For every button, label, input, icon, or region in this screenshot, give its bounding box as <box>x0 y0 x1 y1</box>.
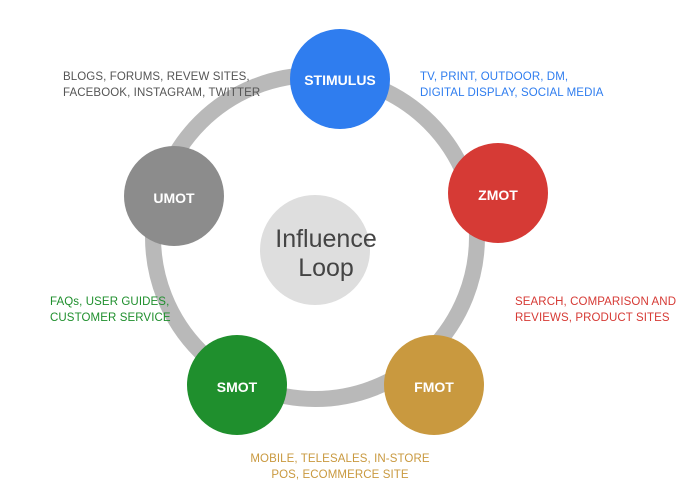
umot-note-line1: BLOGS, FORUMS, REVEW SITES, <box>63 71 250 83</box>
center-label-line2: Loop <box>298 254 354 282</box>
zmot-circle <box>448 143 548 243</box>
zmot-note-line1: SEARCH, COMPARISON AND <box>515 296 676 308</box>
umot-label: UMOT <box>153 190 195 206</box>
stimulus-note: TV, PRINT, OUTDOOR, DM, DIGITAL DISPLAY,… <box>420 69 604 101</box>
fmot-note-line1: MOBILE, TELESALES, IN-STORE <box>250 453 430 465</box>
zmot-label: ZMOT <box>478 187 518 203</box>
smot-label: SMOT <box>217 379 258 395</box>
smot-note: FAQs, USER GUIDES, CUSTOMER SERVICE <box>50 294 171 326</box>
node-stimulus: STIMULUS <box>290 29 390 129</box>
smot-note-line2: CUSTOMER SERVICE <box>50 312 171 324</box>
center-label-line1: Influence <box>275 225 376 253</box>
smot-circle <box>187 335 287 435</box>
node-zmot: ZMOT <box>448 143 548 243</box>
stimulus-circle <box>290 29 390 129</box>
stimulus-label: STIMULUS <box>304 72 376 88</box>
fmot-label: FMOT <box>414 379 454 395</box>
stimulus-note-line1: TV, PRINT, OUTDOOR, DM, <box>420 71 569 83</box>
node-fmot: FMOT <box>384 335 484 435</box>
fmot-note-line2: POS, ECOMMERCE SITE <box>271 469 409 481</box>
fmot-note: MOBILE, TELESALES, IN-STORE POS, ECOMMER… <box>240 451 440 483</box>
node-umot: UMOT <box>124 146 224 246</box>
zmot-note: SEARCH, COMPARISON AND REVIEWS, PRODUCT … <box>515 294 676 326</box>
umot-note: BLOGS, FORUMS, REVEW SITES, FACEBOOK, IN… <box>63 69 260 101</box>
fmot-circle <box>384 335 484 435</box>
umot-circle <box>124 146 224 246</box>
umot-note-line2: FACEBOOK, INSTAGRAM, TWITTER <box>63 87 261 99</box>
zmot-note-line2: REVIEWS, PRODUCT SITES <box>515 312 670 324</box>
center-circle <box>260 195 370 305</box>
stimulus-note-line2: DIGITAL DISPLAY, SOCIAL MEDIA <box>420 87 604 99</box>
node-smot: SMOT <box>187 335 287 435</box>
smot-note-line1: FAQs, USER GUIDES, <box>50 296 170 308</box>
